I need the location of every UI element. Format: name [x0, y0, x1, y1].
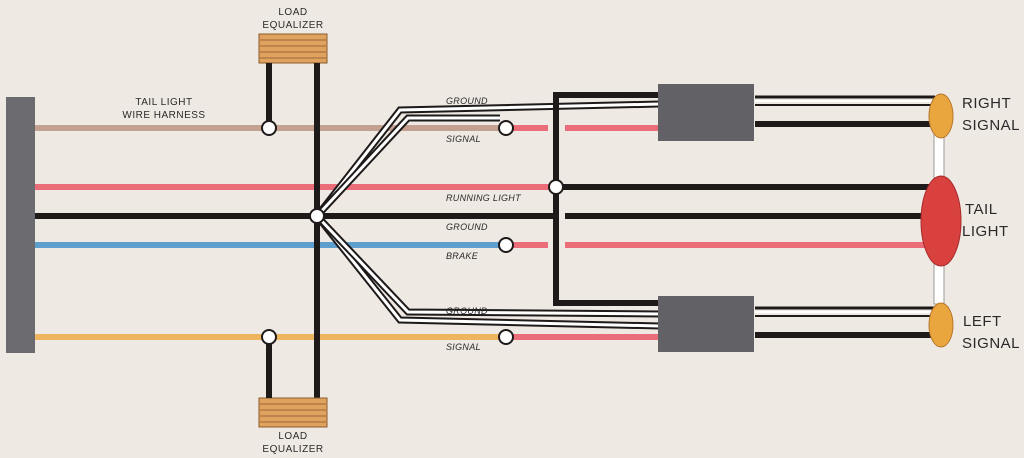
- load-equalizer-bottom-label-1: LOAD: [278, 431, 307, 442]
- junction-center: [309, 208, 325, 224]
- signal-bottom-label: SIGNAL: [446, 342, 481, 352]
- junction-brake: [498, 237, 514, 253]
- left-signal-connector: [658, 296, 754, 352]
- ground-branch-bottom: [314, 213, 661, 330]
- ground-bottom-label: GROUND: [446, 306, 488, 316]
- junction-running-light: [548, 179, 564, 195]
- right-signal-label-2: SIGNAL: [962, 117, 1020, 134]
- tail-light-lamp: [920, 175, 962, 267]
- harness-connector-block: [6, 97, 35, 353]
- lamp-assembly: [920, 93, 962, 348]
- junction-signal-top: [498, 120, 514, 136]
- load-equalizer-top-label-1: LOAD: [278, 7, 307, 18]
- tail-light-label-1: TAIL: [965, 201, 998, 218]
- left-signal-label-2: SIGNAL: [962, 335, 1020, 352]
- harness-label-2: WIRE HARNESS: [122, 110, 205, 121]
- ground-branch-top: [314, 100, 661, 219]
- ground-top-label: GROUND: [446, 96, 488, 106]
- junction-equalizer-top: [261, 120, 277, 136]
- left-signal-lamp: [928, 302, 954, 348]
- left-signal-label-1: LEFT: [963, 313, 1002, 330]
- harness-label-1: TAIL LIGHT: [135, 97, 192, 108]
- junctions: [261, 120, 564, 345]
- load-equalizer-top: [258, 33, 328, 398]
- junction-signal-bottom: [498, 329, 514, 345]
- brake-label: BRAKE: [446, 251, 479, 261]
- load-equalizer-bottom: [258, 337, 328, 428]
- right-signal-connector: [658, 84, 754, 141]
- ground-mid-label: GROUND: [446, 222, 488, 232]
- junction-equalizer-bottom: [261, 329, 277, 345]
- right-signal-lamp: [928, 93, 954, 139]
- tail-light-label-2: LIGHT: [962, 223, 1009, 240]
- signal-top-label: SIGNAL: [446, 134, 481, 144]
- load-equalizer-top-label-2: EQUALIZER: [262, 20, 323, 31]
- running-light-label: RUNNING LIGHT: [446, 193, 522, 203]
- load-equalizer-bottom-label-2: EQUALIZER: [262, 444, 323, 455]
- right-signal-label-1: RIGHT: [962, 95, 1011, 112]
- right-wiring: [506, 92, 935, 340]
